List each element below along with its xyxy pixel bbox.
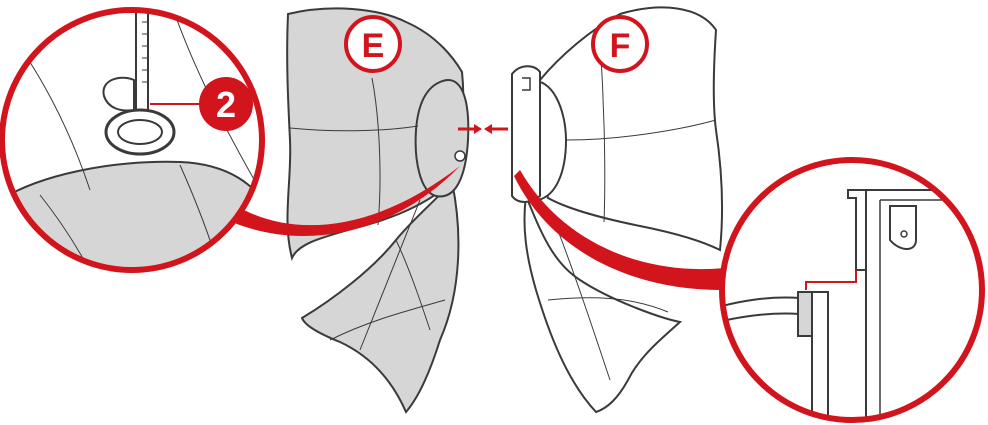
part-f-label-badge: F [593, 17, 647, 71]
arrow-left-icon [484, 124, 508, 134]
part-e-hub-pin [455, 151, 465, 161]
step-badge: 2 [199, 77, 253, 131]
part-f-label: F [610, 27, 631, 65]
part-e-label-badge: E [346, 17, 400, 71]
part-e-label: E [362, 27, 385, 65]
step-number: 2 [216, 84, 236, 125]
clip-tab [890, 206, 916, 249]
part-e-hub [416, 80, 469, 196]
